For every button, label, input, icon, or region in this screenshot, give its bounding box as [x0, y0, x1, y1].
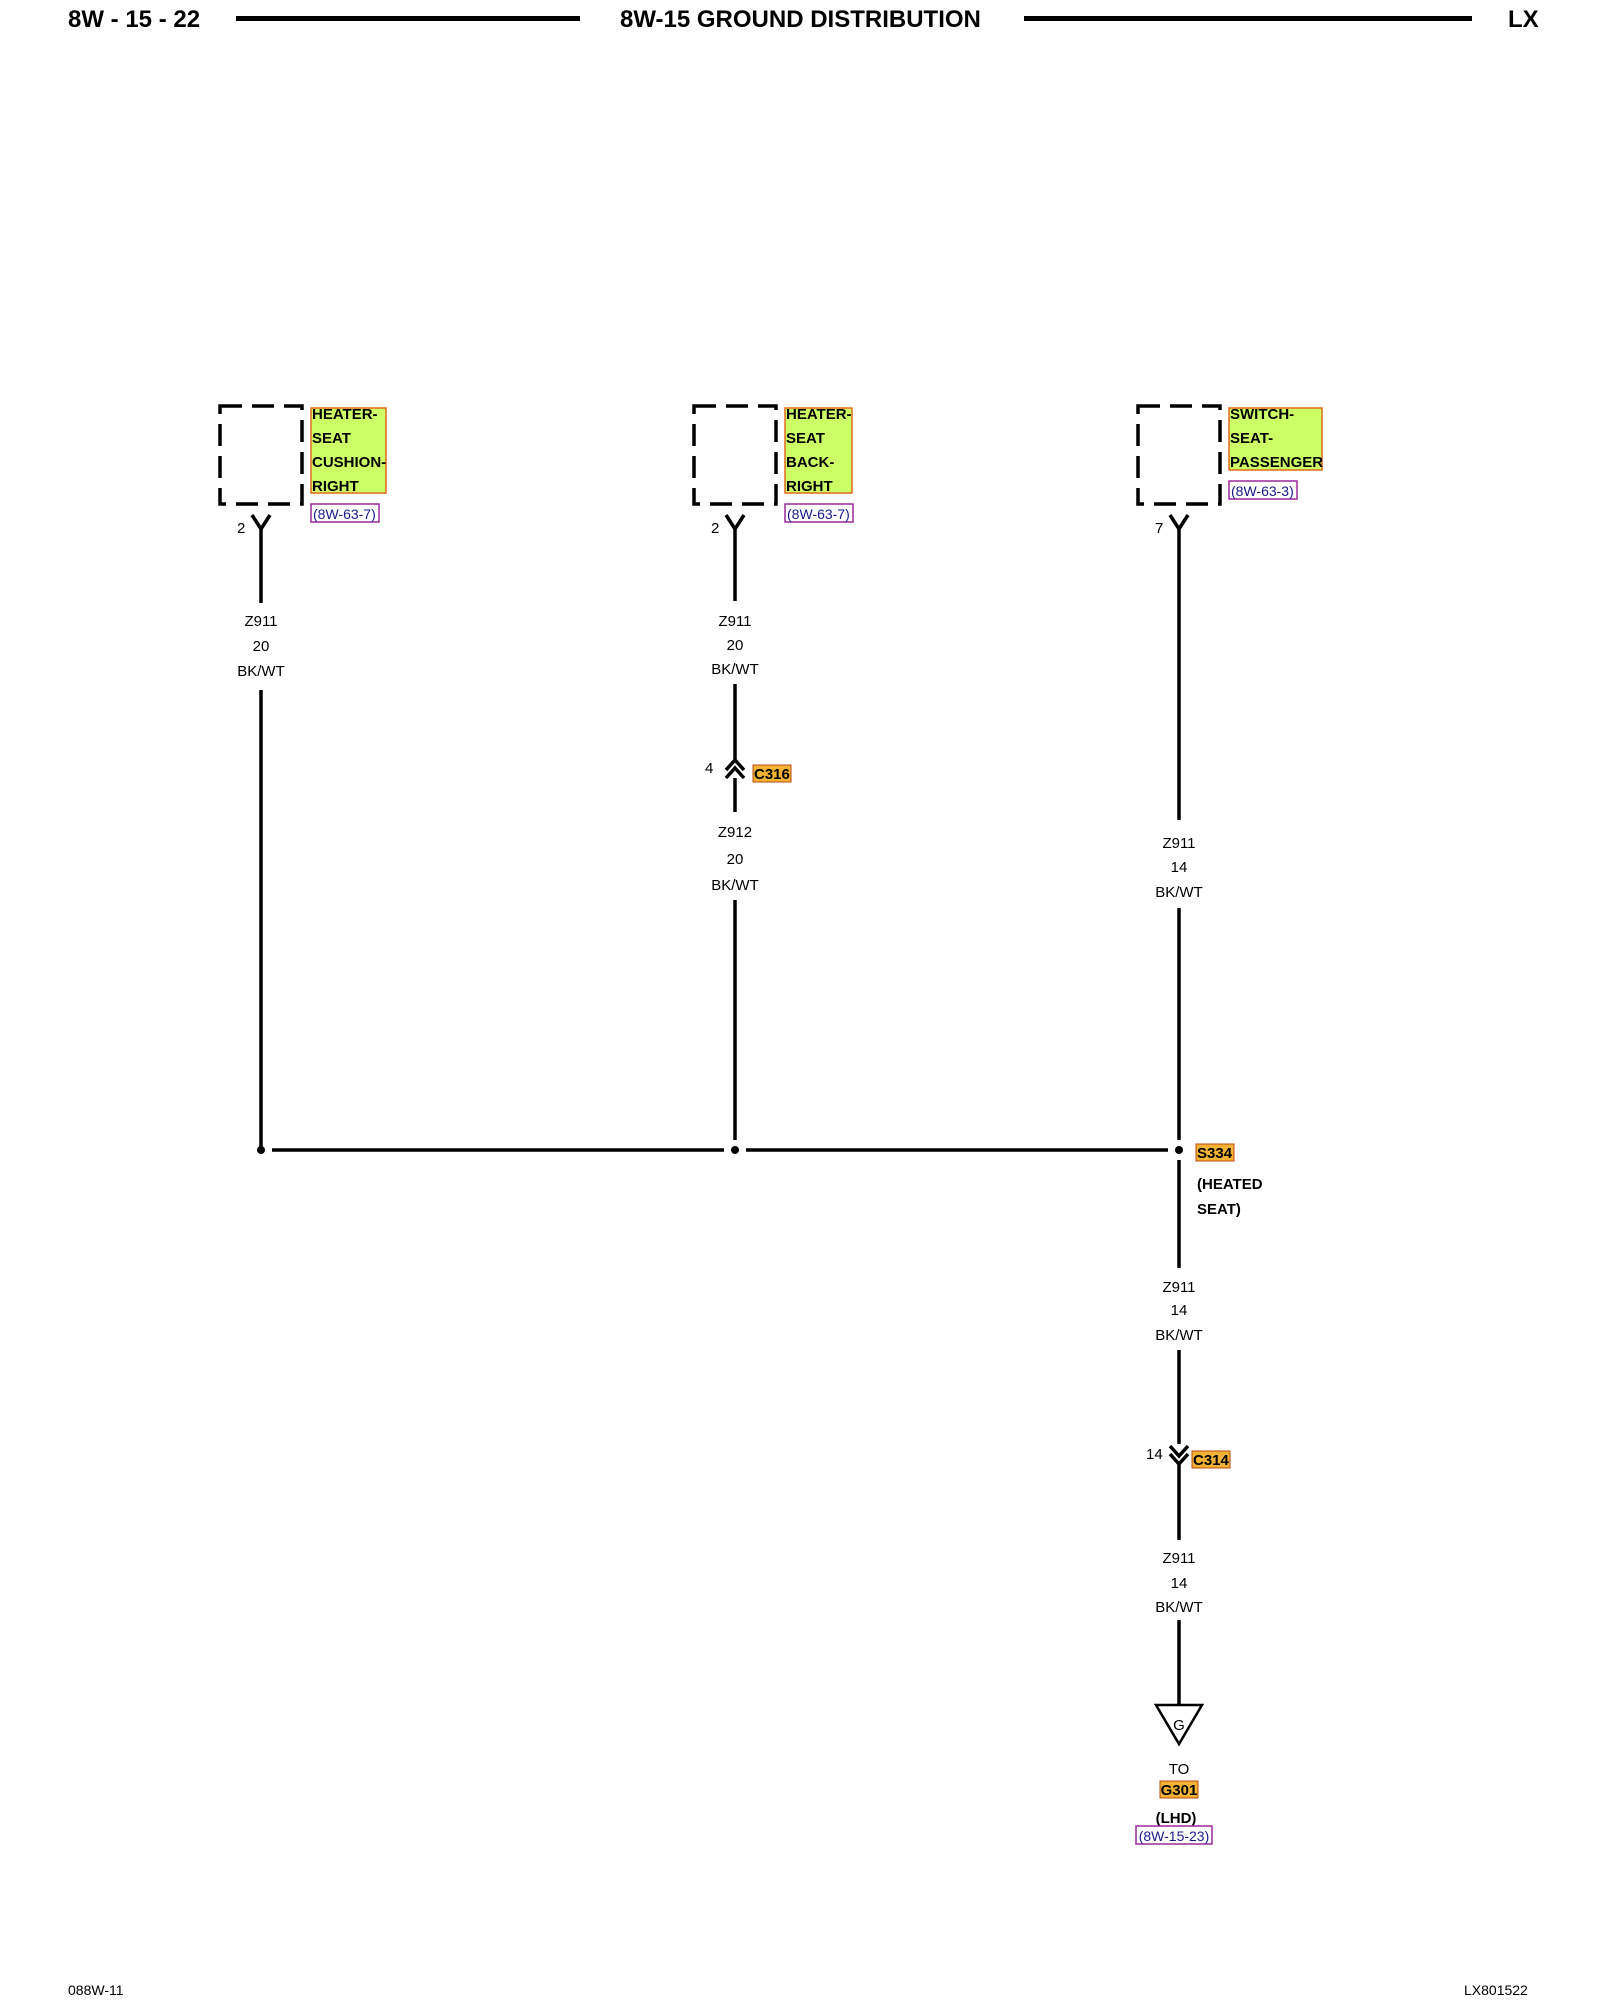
- splice-dot-mid: [731, 1146, 739, 1154]
- ground-symbol: [1153, 1703, 1205, 1747]
- component-2-ref-link[interactable]: (8W-63-7): [787, 506, 850, 522]
- wire-mid-upper-color: BK/WT: [711, 661, 759, 678]
- splice-dot-left: [257, 1146, 265, 1154]
- component-2-line-1: HEATER-: [786, 406, 852, 423]
- component-1-line-2: SEAT: [312, 430, 351, 447]
- splice-desc-line-2: SEAT): [1197, 1201, 1241, 1218]
- connector-c316-chevrons: [724, 757, 746, 780]
- page-number: 8W - 15 - 22: [68, 6, 201, 33]
- wire-right-lower-gauge: 14: [1171, 1575, 1188, 1592]
- ground-ref-box: [1135, 1825, 1213, 1845]
- wire-right-mid-circuit: Z911: [1162, 1279, 1195, 1296]
- wire-right-upper-gauge: 14: [1171, 859, 1188, 876]
- pin-fork-2: [724, 514, 746, 533]
- header-rule-right: [1024, 16, 1472, 21]
- component-3-line-3: PASSENGER: [1230, 454, 1323, 471]
- component-1-line-1: HEATER-: [312, 406, 378, 423]
- component-2-line-4: RIGHT: [786, 478, 833, 495]
- wire-mid-upper-circuit: Z911: [718, 613, 751, 630]
- wire-right-upper-circuit: Z911: [1162, 835, 1195, 852]
- component-2-line-3: BACK-: [786, 454, 834, 471]
- splice-dot-s334: [1175, 1146, 1183, 1154]
- ref-box-3: [1228, 480, 1298, 500]
- component-3-line-2: SEAT-: [1230, 430, 1273, 447]
- wire-mid-lower-circuit: Z912: [718, 824, 752, 841]
- wire-right-lower-circuit: Z911: [1162, 1550, 1195, 1567]
- ground-ref-link[interactable]: (8W-15-23): [1139, 1828, 1210, 1844]
- model-code: LX: [1508, 6, 1539, 33]
- ground-symbol-letter: G: [1173, 1717, 1185, 1734]
- component-heater-seat-cushion-right: [218, 404, 304, 506]
- ref-box-2: [784, 503, 854, 523]
- connector-c316-pin: 4: [705, 760, 713, 777]
- pin-number-1: 2: [237, 520, 245, 537]
- wire-left-circuit: Z911: [244, 613, 277, 630]
- component-switch-seat-passenger: [1136, 404, 1222, 506]
- connector-c314-chevrons: [1168, 1444, 1190, 1467]
- connector-c314-pin: 14: [1146, 1446, 1163, 1463]
- component-3-line-1: SWITCH-: [1230, 406, 1294, 423]
- ref-box-1: [310, 503, 380, 523]
- wire-right-upper-color: BK/WT: [1155, 884, 1203, 901]
- connector-c314-id: C314: [1193, 1452, 1230, 1469]
- ground-variant: (LHD): [1156, 1810, 1197, 1827]
- wire-mid-lower-gauge: 20: [727, 851, 744, 868]
- connector-c314-tag: [1191, 1450, 1231, 1469]
- wire-right-lower-color: BK/WT: [1155, 1599, 1203, 1616]
- wire-mid-upper-gauge: 20: [727, 637, 744, 654]
- pin-fork-3: [1168, 514, 1190, 533]
- component-heater-seat-back-right: [692, 404, 778, 506]
- wire-left-gauge: 20: [253, 638, 270, 655]
- connector-c316-id: C316: [754, 766, 790, 783]
- connector-c316-tag: [752, 764, 792, 783]
- footer-right-code: LX801522: [1464, 1982, 1528, 1998]
- splice-desc-line-1: (HEATED: [1197, 1176, 1263, 1193]
- label-box-1: [310, 407, 387, 494]
- wire-right-mid-gauge: 14: [1171, 1302, 1188, 1319]
- pin-number-2: 2: [711, 520, 719, 537]
- ground-to-label: TO: [1169, 1761, 1190, 1778]
- component-3-ref-link[interactable]: (8W-63-3): [1231, 483, 1294, 499]
- wire-right-mid-color: BK/WT: [1155, 1327, 1203, 1344]
- splice-s334-id: S334: [1197, 1145, 1233, 1162]
- header-rule-left: [236, 16, 580, 21]
- pin-number-3: 7: [1155, 520, 1163, 537]
- component-1-line-3: CUSHION-: [312, 454, 386, 471]
- label-box-3: [1228, 407, 1323, 471]
- wire-mid-lower-color: BK/WT: [711, 877, 759, 894]
- label-box-2: [784, 407, 853, 494]
- pin-fork-1: [250, 514, 272, 533]
- splice-s334-tag: [1195, 1143, 1235, 1162]
- wire-left-color: BK/WT: [237, 663, 285, 680]
- ground-id-tag: [1159, 1780, 1199, 1799]
- component-1-line-4: RIGHT: [312, 478, 359, 495]
- component-2-line-2: SEAT: [786, 430, 825, 447]
- page-title: 8W-15 GROUND DISTRIBUTION: [620, 6, 981, 33]
- ground-id: G301: [1161, 1782, 1198, 1799]
- component-1-ref-link[interactable]: (8W-63-7): [313, 506, 376, 522]
- footer-left-code: 088W-11: [68, 1982, 124, 1998]
